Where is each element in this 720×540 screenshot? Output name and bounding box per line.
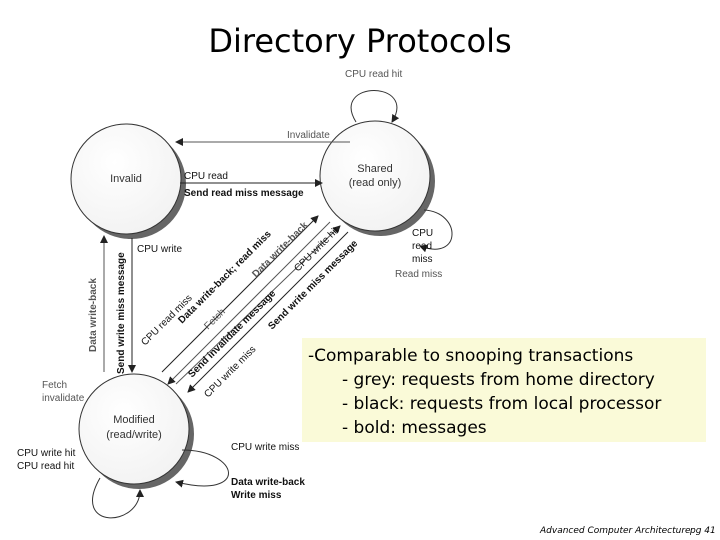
loop-shared-right [419, 209, 453, 253]
label-fetch-invalidate-2: invalidate [42, 393, 85, 404]
loop-modified-left [92, 477, 144, 519]
label-cpu-write-hit: CPU write hit [17, 448, 76, 459]
label-cpu-write: CPU write [137, 244, 182, 255]
label-send-write-miss-message-left: Send write miss message [116, 252, 127, 374]
state-modified-label: Modified [113, 414, 155, 426]
state-invalid: Invalid [70, 123, 186, 239]
state-modified-sublabel: (read/write) [106, 429, 162, 441]
loop-modified-right [175, 449, 229, 488]
state-shared-label: Shared [357, 163, 392, 175]
edge-diag-2 [187, 231, 349, 393]
label-cpu-read-hit-modified: CPU read hit [17, 461, 74, 472]
page-title: Directory Protocols [208, 22, 512, 60]
state-modified: Modified (read/write) [78, 373, 194, 489]
footer-course: Advanced Computer Architecture [540, 526, 691, 536]
note-line-2: - grey: requests from home directory [342, 370, 655, 390]
state-shared-sublabel: (read only) [349, 177, 402, 189]
label-fetch-invalidate-1: Fetch [42, 380, 67, 391]
label-write-miss-bottom: Write miss [231, 490, 282, 501]
label-cpu-read-miss-3: miss [412, 254, 433, 265]
edge-diag-3 [161, 215, 319, 373]
footer-page: pg 41 [690, 526, 716, 536]
label-cpu-read: CPU read [184, 171, 228, 182]
label-cpu-read-hit: CPU read hit [345, 69, 402, 80]
label-data-write-back-left: Data write-back [88, 278, 99, 352]
notes-box: -Comparable to snooping transactions - g… [302, 338, 706, 442]
note-line-1: -Comparable to snooping transactions [308, 346, 634, 366]
edge-diag-4 [175, 225, 341, 385]
label-cpu-read-miss-1: CPU [412, 228, 433, 239]
state-shared: Shared (read only) [319, 120, 435, 236]
state-invalid-label: Invalid [110, 173, 142, 185]
loop-shared-top [350, 90, 400, 123]
label-cpu-read-miss-2: read [412, 241, 432, 252]
label-cpu-write-miss-right: CPU write miss [231, 442, 299, 453]
label-read-miss: Read miss [395, 269, 442, 280]
note-line-4: - bold: messages [342, 418, 487, 438]
label-invalidate: Invalidate [287, 130, 330, 141]
note-line-3: - black: requests from local processor [342, 394, 662, 414]
label-data-write-back-bottom: Data write-back [231, 477, 305, 488]
label-send-read-miss-message: Send read miss message [184, 188, 304, 199]
edge-diag-1 [167, 221, 331, 385]
